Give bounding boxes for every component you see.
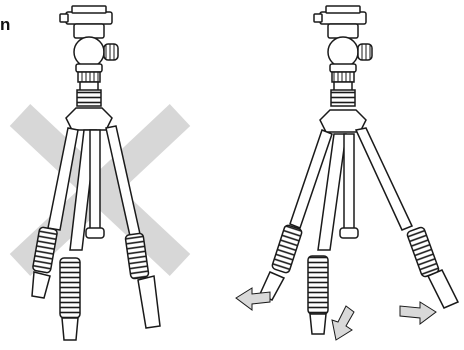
arrow-right-icon (400, 302, 436, 324)
tripod-legs-correct (260, 128, 458, 334)
direction-arrows (236, 288, 436, 340)
tripod-correct (236, 6, 458, 340)
tripod-head-icon (314, 6, 372, 132)
arrow-down-icon (332, 306, 354, 340)
tripod-wrong (20, 6, 180, 340)
tripod-head-icon (60, 6, 118, 130)
